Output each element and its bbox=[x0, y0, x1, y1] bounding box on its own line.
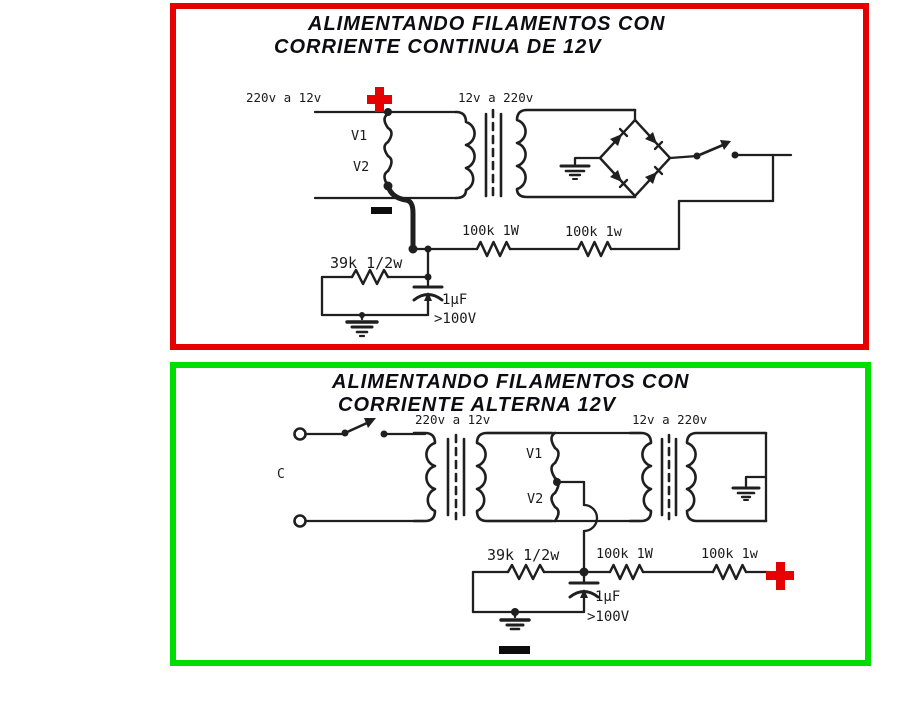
dc-valve2-label: V2 bbox=[353, 159, 370, 175]
cap-polarity-arrow-icon bbox=[424, 292, 432, 301]
ac-input-transformer-label: 220v a 12v bbox=[415, 412, 491, 427]
dc-output-transformer-label: 12v a 220v bbox=[458, 90, 534, 105]
ground-icon bbox=[345, 313, 379, 338]
wire-crossover-hop bbox=[582, 503, 599, 533]
transformer-primary-winding bbox=[412, 431, 437, 523]
ac-valve1-label: V1 bbox=[526, 446, 543, 462]
dc-panel-title-line2: CORRIENTE CONTINUA DE 12V bbox=[274, 36, 602, 58]
junction-dot bbox=[383, 181, 393, 191]
filament-return-tap bbox=[385, 183, 416, 252]
dc-resistor1-label: 100k 1W bbox=[462, 223, 519, 239]
ac-panel-title-line1: ALIMENTANDO FILAMENTOS CON bbox=[332, 371, 690, 393]
dc-valve1-label: V1 bbox=[351, 128, 368, 144]
dc-positive-terminal-icon bbox=[367, 87, 392, 112]
ac-output-transformer-label: 12v a 220v bbox=[632, 412, 708, 427]
resistor-100k-1 bbox=[608, 563, 645, 581]
junction-dot bbox=[553, 478, 561, 486]
resistor-100k-2 bbox=[576, 240, 613, 258]
dc-circuit-fills bbox=[359, 108, 739, 318]
filament-string bbox=[550, 431, 560, 523]
diode-cathode-bar bbox=[618, 178, 629, 189]
ground-icon bbox=[559, 156, 602, 180]
ac-resistor1-label: 100k 1W bbox=[596, 546, 653, 562]
dc-capacitor-rating-label: >100V bbox=[434, 311, 477, 327]
resistor-39k bbox=[506, 563, 546, 581]
junction-dot bbox=[424, 245, 432, 253]
switch-blade bbox=[695, 143, 725, 158]
dc-circuit-wires bbox=[313, 108, 793, 338]
switch-contact-dot bbox=[380, 430, 388, 438]
ground-icon bbox=[731, 475, 768, 501]
diode-arrow-icon bbox=[645, 172, 657, 184]
ac-positive-terminal-icon bbox=[766, 562, 794, 590]
dc-panel-title-line1: ALIMENTANDO FILAMENTOS CON bbox=[308, 13, 666, 35]
switch-pivot-dot bbox=[693, 152, 701, 160]
dc-capacitor-value-label: 1µF bbox=[442, 292, 468, 308]
switch-blade bbox=[343, 421, 369, 435]
diode-arrow-icon bbox=[610, 134, 622, 146]
ac-circuit-fills bbox=[341, 418, 589, 616]
ac-resistor3-label: 39k 1/2w bbox=[487, 546, 560, 564]
resistor-100k-2 bbox=[711, 563, 748, 581]
input-terminal bbox=[293, 427, 307, 441]
junction-dot bbox=[359, 312, 365, 318]
resistor-39k bbox=[350, 268, 390, 286]
ac-panel-title-line2: CORRIENTE ALTERNA 12V bbox=[338, 394, 617, 416]
junction-dot bbox=[424, 273, 432, 281]
dc-negative-terminal-icon bbox=[371, 207, 392, 214]
diode-cathode-bar bbox=[653, 140, 664, 151]
switch-contact-dot bbox=[731, 151, 739, 159]
junction-dot bbox=[579, 567, 589, 577]
switch-pivot-dot bbox=[341, 429, 349, 437]
ac-capacitor-rating-label: >100V bbox=[587, 609, 630, 625]
junction-dot bbox=[511, 608, 519, 616]
switch-arrow-icon bbox=[364, 418, 376, 428]
input-terminal bbox=[293, 514, 307, 528]
diode-arrow-icon bbox=[645, 132, 657, 144]
resistor-100k-1 bbox=[475, 240, 512, 258]
ac-circuit-wires bbox=[293, 421, 771, 631]
dc-resistor3-label: 39k 1/2w bbox=[330, 254, 403, 272]
diode-arrow-icon bbox=[610, 170, 622, 182]
ac-input-label: C bbox=[277, 467, 285, 482]
ac-resistor2-label: 100k 1w bbox=[701, 546, 758, 562]
ac-panel-frame bbox=[170, 362, 871, 666]
ac-valve2-label: V2 bbox=[527, 491, 544, 507]
transformer-secondary-winding bbox=[685, 431, 768, 523]
dc-input-transformer-label: 220v a 12v bbox=[246, 90, 322, 105]
transformer-primary-winding bbox=[454, 110, 476, 200]
diode-cathode-bar bbox=[618, 127, 629, 138]
transformer-secondary-winding bbox=[515, 108, 637, 199]
bridge-rectifier bbox=[598, 118, 672, 198]
dc-resistor2-label: 100k 1w bbox=[565, 224, 622, 240]
transformer-primary-winding bbox=[628, 431, 653, 523]
transformer-secondary-winding bbox=[475, 431, 554, 523]
switch-arrow-icon bbox=[720, 140, 731, 150]
junction-dot bbox=[408, 244, 418, 254]
cap-polarity-arrow-icon bbox=[580, 589, 588, 598]
switch-feed-wire bbox=[668, 154, 699, 160]
diode-cathode-bar bbox=[653, 165, 664, 176]
filament-string bbox=[383, 112, 393, 188]
ac-negative-terminal-icon bbox=[499, 646, 530, 654]
dc-panel-frame bbox=[170, 3, 869, 350]
ac-capacitor-value-label: 1µF bbox=[595, 589, 621, 605]
junction-dot bbox=[384, 108, 392, 116]
